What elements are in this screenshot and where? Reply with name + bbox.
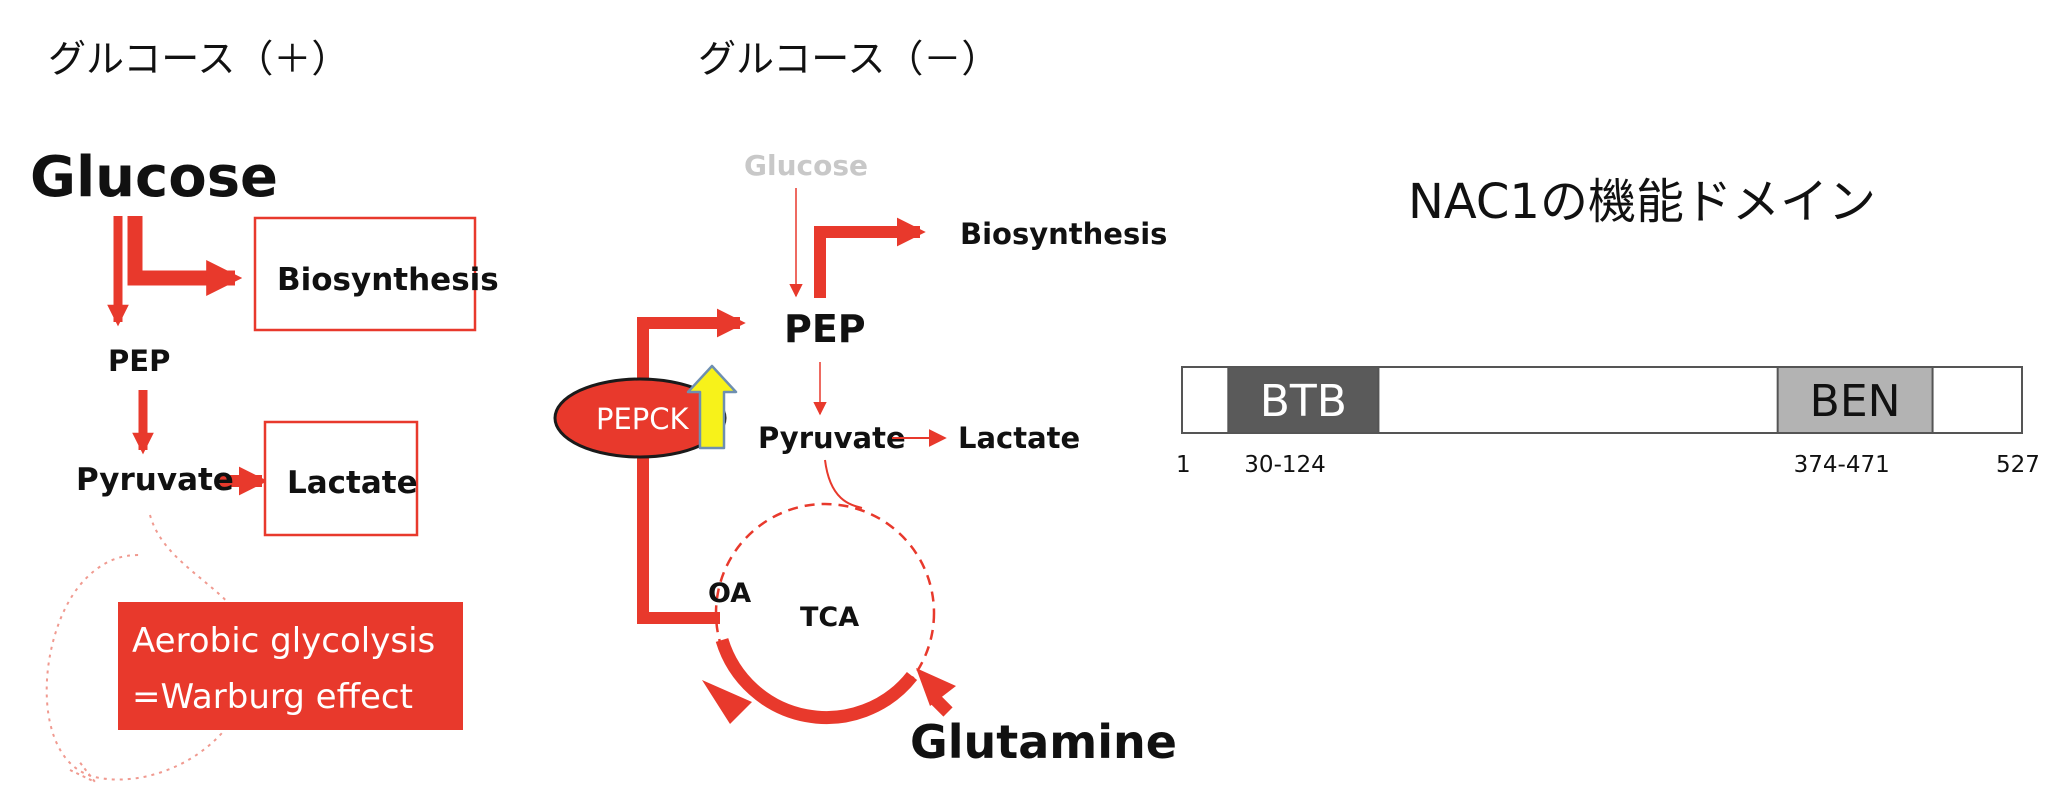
left-arrow-glucose-biosynthesis (127, 216, 243, 297)
warburg-callout-line2: =Warburg effect (132, 677, 413, 717)
left-lactate-label: Lactate (287, 465, 418, 501)
ben-domain-box (1776, 366, 1934, 434)
warburg-dotted-loop-arrowhead (69, 759, 96, 783)
glutamine-arrowhead (916, 668, 956, 706)
right-panel: NAC1の機能ドメイン BTB 30-124 BEN 374-471 1 527 (1176, 174, 2040, 478)
middle-glucose-label: Glucose (744, 149, 868, 182)
left-lactate-box (263, 420, 419, 537)
pepck-up-arrow (686, 364, 738, 450)
middle-panel: グルコース（－） Glucose Biosynthesis PEP PEPCK … (553, 37, 1177, 769)
oa-label: OA (708, 578, 751, 609)
nac1-start-label: 1 (1176, 452, 1191, 478)
tca-thick-lower-arc (715, 638, 918, 725)
left-biosynthesis-label: Biosynthesis (277, 262, 499, 298)
warburg-callout-line1: Aerobic glycolysis (132, 621, 435, 661)
nac1-end-label: 527 (1996, 452, 2040, 478)
middle-heading: グルコース（－） (698, 37, 999, 81)
middle-biosynthesis-label: Biosynthesis (960, 217, 1167, 251)
middle-lactate-label: Lactate (958, 421, 1080, 455)
middle-arrow-oa-pep (637, 308, 746, 624)
warburg-callout-box (118, 602, 463, 730)
middle-arrow-pep-biosynthesis (814, 217, 926, 298)
left-glucose-label: Glucose (30, 145, 278, 210)
left-panel: グルコース（＋） Glucose Biosynthesis PEP Pyruva… (30, 37, 499, 783)
ben-domain-label: BEN (1810, 376, 1901, 427)
left-biosynthesis-box (253, 216, 477, 332)
left-pep-label: PEP (108, 344, 170, 378)
tca-arc-arrowhead (702, 680, 752, 724)
middle-pyruvate-tca-connector (824, 459, 863, 509)
pepck-label: PEPCK (596, 402, 690, 436)
middle-pyruvate-label: Pyruvate (758, 421, 906, 455)
btb-domain-box (1227, 366, 1380, 434)
glutamine-arrow (931, 695, 953, 717)
nac1-title: NAC1の機能ドメイン (1408, 174, 1876, 230)
left-heading: グルコース（＋） (48, 37, 349, 81)
glutamine-label: Glutamine (910, 715, 1177, 769)
tca-label: TCA (800, 602, 859, 633)
btb-domain-label: BTB (1260, 376, 1347, 427)
left-pyruvate-label: Pyruvate (76, 462, 234, 498)
btb-range-label: 30-124 (1244, 452, 1325, 478)
ben-range-label: 374-471 (1794, 452, 1890, 478)
middle-pep-label: PEP (784, 307, 866, 351)
